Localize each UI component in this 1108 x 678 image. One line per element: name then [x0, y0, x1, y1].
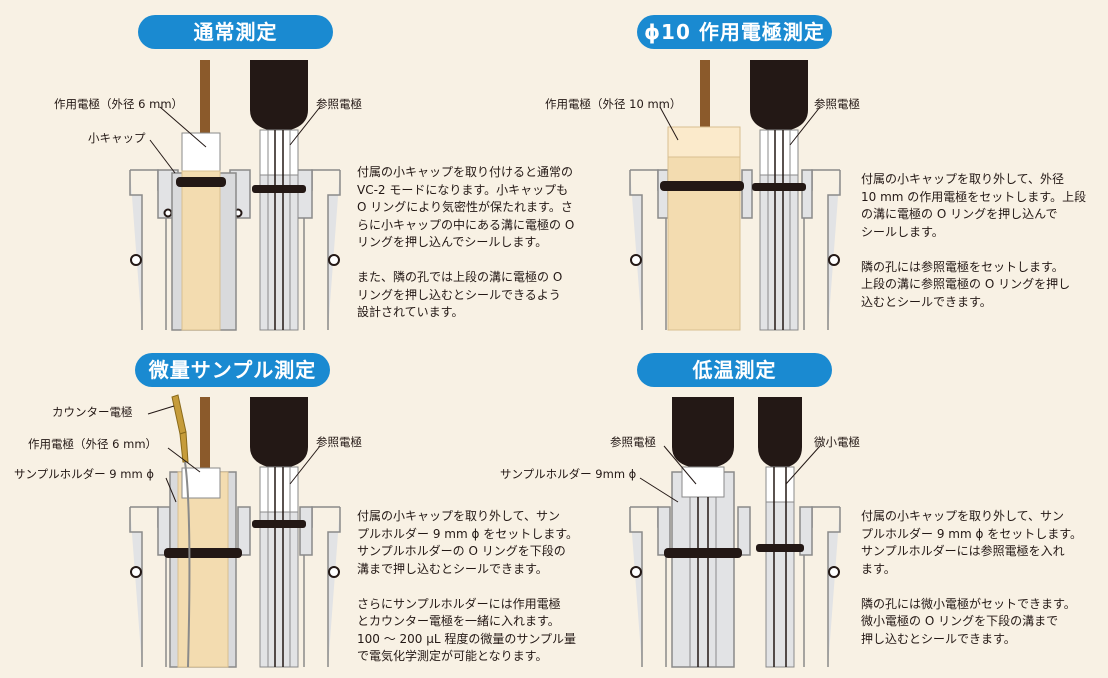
label-reference-electrode-micro: 参照電極: [316, 435, 362, 449]
diagram-micro: [129, 394, 341, 668]
label-small-cap: 小キャップ: [88, 131, 146, 145]
diagram-normal: [129, 60, 341, 331]
section-title-phi10: ϕ10 作用電極測定: [637, 15, 832, 49]
section-title-normal: 通常測定: [138, 15, 333, 49]
label-reference-electrode-phi10: 参照電極: [814, 97, 860, 111]
label-sample-holder-lowtemp: サンプルホルダー 9mm ϕ: [500, 467, 637, 481]
label-sample-holder-micro: サンプルホルダー 9 mm ϕ: [14, 467, 154, 481]
label-reference-electrode-normal: 参照電極: [316, 97, 362, 111]
desc-phi10: 付属の小キャップを取り外して、外径 10 mm の作用電極をセットします。上段 …: [861, 172, 1087, 309]
desc-micro: 付属の小キャップを取り外して、サン プルホルダー 9 mm ϕ をセットします。…: [357, 509, 578, 663]
section-title-lowtemp: 低温測定: [637, 353, 832, 387]
diagram-phi10: [629, 60, 841, 331]
section-title-micro: 微量サンプル測定: [135, 353, 330, 387]
label-micro-electrode: 微小電極: [814, 435, 860, 449]
label-reference-electrode-lowtemp: 参照電極: [610, 435, 656, 449]
label-working-electrode-phi10: 作用電極（外径 10 mm）: [545, 97, 682, 111]
label-counter-electrode: カウンター電極: [52, 405, 133, 419]
desc-lowtemp: 付属の小キャップを取り外して、サン プルホルダー 9 mm ϕ をセットします。…: [861, 509, 1082, 646]
label-working-electrode-normal: 作用電極（外径 6 mm）: [54, 97, 184, 111]
diagram-lowtemp: [629, 397, 841, 668]
label-working-electrode-micro: 作用電極（外径 6 mm）: [28, 437, 158, 451]
desc-normal: 付属の小キャップを取り付けると通常の VC-2 モードになります。小キャップも …: [357, 165, 575, 319]
